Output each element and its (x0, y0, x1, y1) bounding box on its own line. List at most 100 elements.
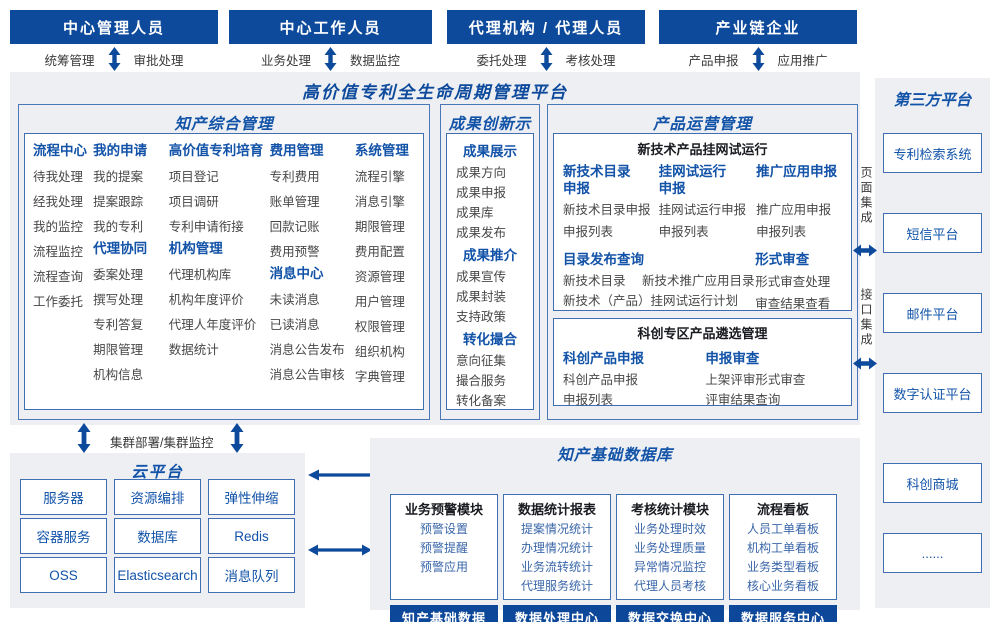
feature-group: 成果展示 成果方向 成果申报 成果库 成果发布 (447, 143, 533, 243)
ip-management-box: 流程中心 待我处理 经我处理 我的监控 流程监控 (24, 133, 424, 410)
feature-items: 我的提案 提案跟踪 我的专利 (93, 165, 169, 240)
cloud-service-item: 消息队列 (208, 557, 295, 593)
selection-columns: 科创产品申报 科创产品申报 申报列表 申报审查 (563, 347, 842, 410)
section-ip-management: 知产综合管理 流程中心 待我处理 经我处理 (18, 104, 430, 420)
trial-operation-title: 新技术产品挂网试运行 (637, 142, 768, 157)
feature-items: 项目登记 项目调研 专利申请衔接 (169, 165, 270, 240)
ip-column: 系统管理 流程引擎 消息引擎 期限管理 费用配置 (355, 142, 415, 409)
feature-item: 流程查询 (33, 270, 84, 284)
data-module-header: 业务预警模块 (404, 502, 483, 517)
feature-group: 高价值专利培育 项目登记 项目调研 专利申请衔接 (169, 142, 270, 240)
po-column: 新技术目录 申报 新技术目录申报 申报列表 (563, 163, 659, 243)
ip-column: 高价值专利培育 项目登记 项目调研 专利申请衔接 (169, 142, 270, 409)
feature-item: 代理服务统计 (520, 579, 593, 593)
data-module-header: 数据统计报表 (517, 502, 596, 517)
selection-management-box: 科创专区产品遴选管理 科创产品申报 科创产品申报 申报列表 (553, 318, 852, 407)
feature-items: 待我处理 经我处理 我的监控 流程监控 流程查询 (33, 165, 93, 315)
actor-function-left: 委托处理 (476, 53, 527, 68)
feature-item: 委案处理 (93, 268, 144, 282)
feature-item: 业务类型看板 (746, 560, 819, 574)
ip-column: 我的申请 我的提案 提案跟踪 我的专利 (93, 142, 169, 409)
horizontal-double-arrow-icon (308, 544, 372, 556)
feature-item: 撰写处理 (93, 293, 144, 307)
feature-item: 权限管理 (354, 320, 405, 334)
feature-item: 代理人年度评价 (168, 318, 257, 332)
third-party-item: 短信平台 (883, 213, 982, 253)
feature-item: 推广应用申报 (756, 203, 832, 217)
feature-item: 办理情况统计 (520, 541, 593, 555)
feature-group: 代理协同 委案处理 撰写处理 专利答复 期限管理 (93, 240, 169, 388)
data-module-header: 流程看板 (756, 502, 809, 517)
po-column-items: 推广应用申报 申报列表 (756, 199, 842, 243)
feature-item: 新技术目录 (563, 274, 626, 288)
data-module-items: 提案情况统计 办理情况统计 业务流转统计 代理服务统计 (504, 520, 610, 596)
vertical-double-arrow-icon (77, 423, 91, 453)
cloud-service-item: 资源编排 (114, 479, 201, 515)
data-module-box: 流程看板 人员工单看板 机构工单看板 业务类型看板 核心业务看板 (729, 494, 837, 600)
feature-item: 成果封装 (456, 290, 507, 304)
feature-item: 专利费用 (269, 170, 320, 184)
feature-item: 代理人员考核 (633, 579, 706, 593)
po-column: 挂网试运行 申报 挂网试运行申报 申报列表 (659, 163, 757, 243)
cloud-service-item: 容器服务 (20, 518, 107, 554)
data-module-header: 考核统计模块 (630, 502, 709, 517)
data-module-items: 业务处理时效 业务处理质量 异常情况监控 代理人员考核 (617, 520, 723, 596)
page-integration-label: 页面集成 (859, 166, 873, 226)
feature-item: 评审结果查询 (705, 393, 781, 407)
actor-function-right: 应用推广 (777, 53, 828, 68)
data-center-badge: 数据处理中心 (503, 605, 611, 622)
left-arrow-icon (308, 469, 372, 481)
horizontal-double-arrow-icon (853, 357, 877, 370)
feature-item: 成果发布 (456, 226, 507, 240)
actor-functions: 委托处理 考核处理 (447, 46, 645, 72)
feature-item: 新技术目录申报 (563, 203, 651, 217)
feature-items: 成果宣传 成果封装 支持政策 (447, 267, 533, 327)
feature-group-header: 成果展示 (463, 144, 517, 159)
feature-item: 工作委托 (33, 295, 84, 309)
achievement-box: 成果展示 成果方向 成果申报 成果库 成果发布 (446, 133, 534, 410)
actor-group: 中心工作人员 业务处理 数据监控 (229, 10, 432, 72)
third-party-panel: 第三方平台 专利检索系统 短信平台 邮件平台 数字认证平台 科创商城 .....… (875, 78, 990, 608)
feature-items: 意向征集 撮合服务 转化备案 (447, 351, 533, 411)
cloud-platform-title: 云平台 (131, 464, 184, 481)
feature-group-header: 代理协同 (93, 241, 148, 256)
selection-column-header: 科创产品申报 (563, 351, 644, 366)
feature-item: 机构工单看板 (746, 541, 819, 555)
feature-item: 项目登记 (168, 170, 219, 184)
data-module-items: 人员工单看板 机构工单看板 业务类型看板 核心业务看板 (730, 520, 836, 596)
actor-title: 产业链企业 (659, 10, 857, 44)
feature-group: 流程中心 待我处理 经我处理 我的监控 流程监控 (33, 142, 93, 315)
feature-item: 上架评审形式审查 (705, 373, 806, 387)
vertical-double-arrow-icon (752, 47, 764, 71)
feature-item: 支持政策 (456, 310, 507, 324)
feature-item: 流程监控 (33, 245, 84, 259)
data-center-badge: 知产基础数据 (390, 605, 498, 622)
feature-item: 提案情况统计 (520, 522, 593, 536)
feature-group-header: 流程中心 (33, 143, 87, 158)
feature-item: 预警提醒 (419, 541, 468, 555)
cluster-label: 集群部署/集群监控 (110, 436, 214, 450)
po-column-items: 挂网试运行申报 申报列表 (659, 199, 757, 243)
feature-group: 费用管理 专利费用 账单管理 回款记账 费用预警 (270, 142, 355, 265)
third-party-item: 科创商城 (883, 463, 982, 503)
formal-review-header: 形式审查 (755, 252, 810, 267)
feature-group: 我的申请 我的提案 提案跟踪 我的专利 (93, 142, 169, 240)
feature-group-header: 转化撮合 (463, 332, 517, 347)
api-integration-label: 接口集成 (859, 288, 873, 348)
actor-title: 中心工作人员 (229, 10, 432, 44)
feature-item: 已读消息 (269, 318, 320, 332)
feature-group-header: 成果推介 (463, 248, 517, 263)
feature-item: 账单管理 (269, 195, 320, 209)
feature-item: 撮合服务 (456, 374, 507, 388)
feature-item: 科创产品申报 (563, 373, 639, 387)
feature-item: 机构信息 (93, 368, 144, 382)
actor-function-left: 统筹管理 (44, 53, 95, 68)
feature-group: 消息中心 未读消息 已读消息 消息公告发布 消息公告审核 (270, 265, 355, 388)
feature-item: 机构年度评价 (168, 293, 244, 307)
feature-item: 核心业务看板 (746, 579, 819, 593)
feature-items: 未读消息 已读消息 消息公告发布 消息公告审核 (270, 288, 355, 388)
actor-title: 代理机构 / 代理人员 (447, 10, 645, 44)
feature-item: 预警设置 (419, 522, 468, 536)
feature-group-header: 消息中心 (269, 266, 324, 281)
po-column: 推广应用申报 推广应用申报 申报列表 (756, 163, 842, 243)
